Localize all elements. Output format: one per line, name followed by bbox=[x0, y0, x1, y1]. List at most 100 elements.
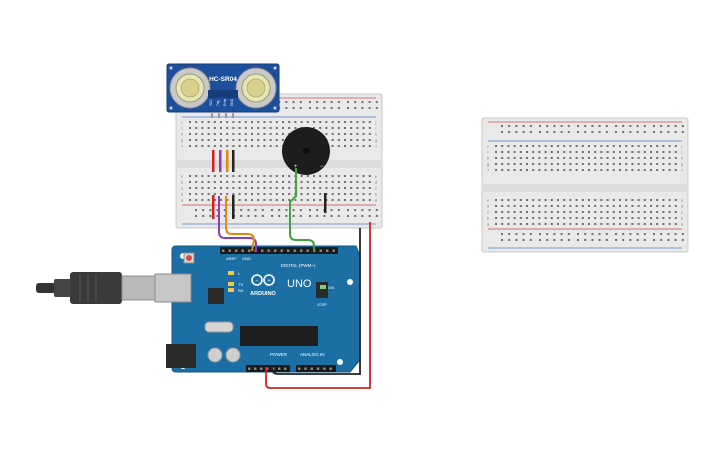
breadboard-hole[interactable] bbox=[195, 175, 198, 177]
breadboard-hole[interactable] bbox=[538, 163, 541, 165]
breadboard-hole[interactable] bbox=[594, 205, 597, 207]
breadboard-hole[interactable] bbox=[251, 121, 253, 123]
breadboard-hole[interactable] bbox=[299, 209, 302, 211]
breadboard-hole[interactable] bbox=[501, 145, 504, 147]
breadboard-hole[interactable] bbox=[674, 199, 677, 201]
breadboard-hole[interactable] bbox=[553, 239, 556, 241]
breadboard-hole[interactable] bbox=[650, 223, 652, 225]
breadboard-hole[interactable] bbox=[532, 169, 535, 171]
breadboard-hole[interactable] bbox=[544, 211, 547, 213]
breadboard-hole[interactable] bbox=[594, 199, 597, 201]
breadboard-hole[interactable] bbox=[668, 199, 671, 201]
breadboard-hole[interactable] bbox=[631, 169, 634, 171]
breadboard-hole[interactable] bbox=[557, 151, 559, 153]
breadboard-hole[interactable] bbox=[226, 145, 229, 147]
breadboard-hole[interactable] bbox=[207, 175, 210, 177]
breadboard-hole[interactable] bbox=[622, 125, 625, 127]
breadboard-hole[interactable] bbox=[588, 199, 590, 201]
breadboard-hole[interactable] bbox=[282, 133, 284, 135]
breadboard-hole[interactable] bbox=[619, 169, 621, 171]
breadboard-hole[interactable] bbox=[207, 199, 210, 201]
breadboard-hole[interactable] bbox=[600, 145, 603, 147]
breadboard-hole[interactable] bbox=[643, 223, 646, 225]
header-pin[interactable] bbox=[298, 367, 301, 370]
breadboard-hole[interactable] bbox=[189, 199, 191, 201]
breadboard-hole[interactable] bbox=[631, 163, 634, 165]
breadboard-hole[interactable] bbox=[507, 145, 510, 147]
header-pin[interactable] bbox=[323, 367, 326, 370]
breadboard-hole[interactable] bbox=[232, 133, 235, 135]
breadboard-hole[interactable] bbox=[625, 211, 628, 213]
header-pin[interactable] bbox=[304, 367, 307, 370]
breadboard-hole[interactable] bbox=[238, 187, 241, 189]
breadboard-hole[interactable] bbox=[330, 107, 333, 109]
breadboard-hole[interactable] bbox=[625, 151, 628, 153]
breadboard-hole[interactable] bbox=[544, 169, 547, 171]
breadboard-hole[interactable] bbox=[313, 199, 315, 201]
breadboard-hole[interactable] bbox=[557, 157, 559, 159]
breadboard-hole[interactable] bbox=[350, 193, 353, 195]
breadboard-hole[interactable] bbox=[643, 157, 646, 159]
breadboard-hole[interactable] bbox=[557, 163, 559, 165]
breadboard-hole[interactable] bbox=[600, 169, 603, 171]
breadboard-hole[interactable] bbox=[337, 139, 340, 141]
breadboard-hole[interactable] bbox=[288, 181, 291, 183]
breadboard-hole[interactable] bbox=[538, 223, 541, 225]
breadboard-hole[interactable] bbox=[223, 209, 226, 211]
power-header-pins[interactable] bbox=[248, 367, 287, 370]
breadboard-hole[interactable] bbox=[362, 127, 365, 129]
breadboard-hole[interactable] bbox=[575, 211, 578, 213]
breadboard-hole[interactable] bbox=[501, 169, 504, 171]
breadboard-hole[interactable] bbox=[350, 187, 353, 189]
breadboard-hole[interactable] bbox=[495, 163, 497, 165]
breadboard-hole[interactable] bbox=[605, 233, 608, 235]
breadboard-hole[interactable] bbox=[637, 211, 640, 213]
breadboard-hole[interactable] bbox=[538, 199, 541, 201]
breadboard-hole[interactable] bbox=[681, 239, 684, 241]
breadboard-hole[interactable] bbox=[519, 199, 522, 201]
breadboard-hole[interactable] bbox=[550, 217, 553, 219]
breadboard-hole[interactable] bbox=[254, 215, 257, 217]
breadboard-hole[interactable] bbox=[619, 199, 621, 201]
breadboard-hole[interactable] bbox=[325, 127, 328, 129]
breadboard-hole[interactable] bbox=[257, 181, 260, 183]
breadboard-hole[interactable] bbox=[526, 163, 528, 165]
breadboard-hole[interactable] bbox=[591, 125, 594, 127]
breadboard-hole[interactable] bbox=[560, 239, 563, 241]
breadboard-hole[interactable] bbox=[667, 131, 670, 133]
breadboard-hole[interactable] bbox=[288, 193, 291, 195]
breadboard-hole[interactable] bbox=[581, 163, 584, 165]
breadboard-hole[interactable] bbox=[323, 101, 326, 103]
header-pin[interactable] bbox=[332, 249, 335, 252]
breadboard-hole[interactable] bbox=[213, 187, 216, 189]
breadboard-hole[interactable] bbox=[600, 205, 603, 207]
breadboard-hole[interactable] bbox=[361, 101, 364, 103]
breadboard-hole[interactable] bbox=[263, 139, 266, 141]
breadboard-hole[interactable] bbox=[643, 163, 646, 165]
breadboard-hole[interactable] bbox=[257, 133, 260, 135]
breadboard-hole[interactable] bbox=[495, 199, 497, 201]
breadboard-hole[interactable] bbox=[581, 211, 584, 213]
breadboard-hole[interactable] bbox=[240, 209, 243, 211]
breadboard-hole[interactable] bbox=[508, 131, 511, 133]
breadboard-hole[interactable] bbox=[606, 151, 609, 153]
breadboard-hole[interactable] bbox=[615, 131, 617, 133]
breadboard-hole[interactable] bbox=[563, 223, 566, 225]
breadboard-hole[interactable] bbox=[668, 163, 671, 165]
breadboard-hole[interactable] bbox=[313, 181, 315, 183]
breadboard-hole[interactable] bbox=[257, 139, 260, 141]
breadboard-hole[interactable] bbox=[350, 145, 353, 147]
breadboard-hole[interactable] bbox=[515, 125, 518, 127]
breadboard-hole[interactable] bbox=[232, 193, 235, 195]
header-pin[interactable] bbox=[329, 367, 332, 370]
breadboard-hole[interactable] bbox=[538, 145, 541, 147]
breadboard-hole[interactable] bbox=[189, 127, 191, 129]
breadboard-hole[interactable] bbox=[656, 223, 659, 225]
breadboard-hole[interactable] bbox=[532, 145, 535, 147]
breadboard-hole[interactable] bbox=[294, 127, 297, 129]
breadboard-hole[interactable] bbox=[668, 217, 671, 219]
breadboard-hole[interactable] bbox=[577, 131, 579, 133]
breadboard-hole[interactable] bbox=[605, 125, 608, 127]
breadboard-hole[interactable] bbox=[643, 217, 646, 219]
breadboard-hole[interactable] bbox=[288, 127, 291, 129]
